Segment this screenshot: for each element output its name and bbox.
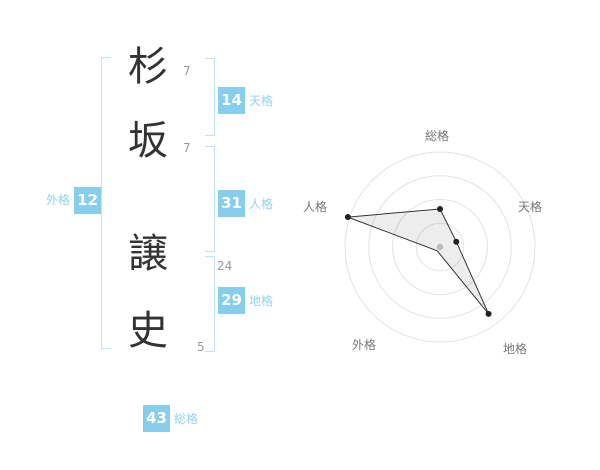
- stroke-count-4: 5: [197, 340, 205, 354]
- gaikaku-value-badge: 12: [74, 187, 101, 214]
- chikaku-bracket: [205, 256, 215, 352]
- soukaku-label: 総格: [174, 412, 199, 426]
- radar-ring: [344, 151, 536, 343]
- chikaku-label: 地格: [249, 294, 274, 308]
- gaikaku-bracket: [101, 57, 111, 349]
- jinkaku-bracket: [205, 146, 215, 252]
- radar-ring: [392, 199, 488, 295]
- radar-axis-label: 外格: [352, 337, 376, 352]
- soukaku-value-badge: 43: [143, 405, 170, 432]
- stroke-count-3: 24: [217, 259, 233, 273]
- radar-axis-label: 地格: [503, 341, 527, 356]
- radar-ring: [368, 175, 512, 319]
- name-character-1: 杉: [128, 44, 168, 90]
- radar-point: [344, 214, 351, 221]
- radar-point: [437, 206, 443, 212]
- tenkaku-bracket: [205, 58, 215, 136]
- radar-center-marker: [436, 243, 444, 251]
- tenkaku-label: 天格: [249, 94, 274, 108]
- chikaku-value-badge: 29: [218, 287, 245, 314]
- radar-axis-label: 天格: [518, 199, 542, 214]
- jinkaku-value-badge: 31: [218, 190, 245, 217]
- tenkaku-value-badge: 14: [218, 87, 245, 114]
- name-character-4: 史: [128, 308, 168, 354]
- name-character-2: 坂: [128, 118, 168, 164]
- stroke-count-1: 7: [183, 64, 191, 78]
- gaikaku-label: 外格: [46, 193, 71, 207]
- jinkaku-label: 人格: [249, 197, 274, 211]
- radar-point: [485, 310, 492, 317]
- radar-polygon: [347, 208, 490, 315]
- name-character-3: 譲: [128, 231, 168, 277]
- radar-axis-label: 総格: [425, 128, 449, 143]
- radar-axis-label: 人格: [303, 199, 327, 214]
- radar-ring: [415, 222, 465, 272]
- stroke-count-2: 7: [183, 141, 191, 155]
- radar-point: [453, 238, 460, 245]
